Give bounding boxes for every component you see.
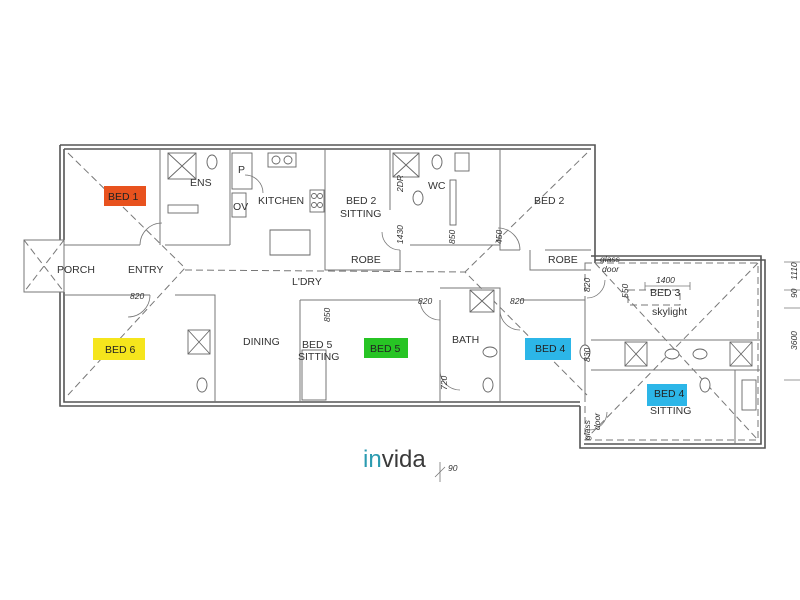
glass-door-label-2b: door: [592, 412, 602, 430]
door-swings: [127, 174, 608, 431]
dim-820-side: 820: [582, 278, 592, 292]
bed6-highlight: [93, 338, 145, 360]
dim-720: 720: [439, 376, 449, 390]
bed1-highlight: [104, 186, 146, 206]
room-label-robe-2: ROBE: [548, 254, 578, 266]
room-label-porch: PORCH: [57, 264, 95, 276]
room-label-bed6: BED 6: [105, 344, 136, 356]
dim-820-b: 820: [418, 296, 432, 306]
room-label-bed5-sitting-line1: BED 5: [302, 339, 333, 351]
room-label-bed4-sitting-line2: SITTING: [650, 405, 691, 417]
logo-part-vida: vida: [382, 446, 427, 473]
bed4-highlight: [525, 338, 571, 360]
room-label-entry: ENTRY: [128, 264, 163, 276]
invida-logo: invida: [363, 446, 426, 473]
room-label-bed2-sitting-line2: SITTING: [340, 208, 381, 220]
room-label-ens: ENS: [190, 177, 212, 189]
room-label-bed3: BED 3: [650, 287, 681, 299]
dim-850-a: 850: [322, 308, 332, 322]
edge-dim-1110: 1110: [789, 262, 799, 280]
bed5-highlight: [364, 338, 408, 358]
glass-door-label-1a: glass: [600, 254, 621, 264]
logo-part-in: in: [363, 446, 382, 473]
room-label-bed2: BED 2: [534, 195, 565, 207]
glass-door-label-1b: door: [602, 264, 620, 274]
logo-text: invida: [363, 446, 426, 473]
room-label-bath: BATH: [452, 334, 479, 346]
room-label-kitchen: KITCHEN: [258, 195, 304, 207]
room-label-bed4: BED 4: [535, 343, 566, 355]
outer-walls: [23, 144, 766, 449]
dimension-ticks: [434, 261, 800, 482]
room-label-wc: WC: [428, 180, 446, 192]
edge-dim-90: 90: [789, 288, 799, 298]
dim-1430: 1430: [395, 225, 405, 244]
dim-820-a: 820: [130, 291, 144, 301]
dim-550: 550: [620, 284, 630, 298]
room-labels: BED 1 ENS P OV KITCHEN BED 2 SITTING WC …: [57, 164, 691, 440]
glass-door-label-2a: glass: [582, 419, 592, 440]
dim-90: 90: [448, 463, 458, 473]
room-label-bed1: BED 1: [108, 191, 139, 203]
dim-850-b: 850: [447, 230, 457, 244]
dim-1400: 1400: [656, 275, 675, 285]
dim-820-c: 820: [510, 296, 524, 306]
room-label-laundry: L'DRY: [292, 276, 322, 288]
room-label-dining: DINING: [243, 336, 280, 348]
bed4-sitting-highlight: [647, 384, 687, 406]
room-label-bed4-sitting-line1: BED 4: [654, 388, 685, 400]
room-label-skylight: skylight: [652, 306, 687, 318]
fixtures: [167, 152, 757, 411]
room-label-bed5-sitting-line2: SITTING: [298, 351, 339, 363]
edge-dim-3600: 3600: [789, 331, 799, 350]
dim-830: 830: [582, 348, 592, 362]
room-label-bed5: BED 5: [370, 343, 401, 355]
room-label-pantry: P: [238, 164, 245, 176]
room-label-bed2-sitting-line1: BED 2: [346, 195, 377, 207]
dim-450: 450: [494, 230, 504, 244]
room-label-oven: OV: [233, 201, 248, 213]
room-label-robe-1: ROBE: [351, 254, 381, 266]
dim-2dr: 2DR: [395, 175, 405, 193]
dimension-labels: 820 820 820 850 850 450 1430 2DR 720 820…: [130, 175, 799, 473]
